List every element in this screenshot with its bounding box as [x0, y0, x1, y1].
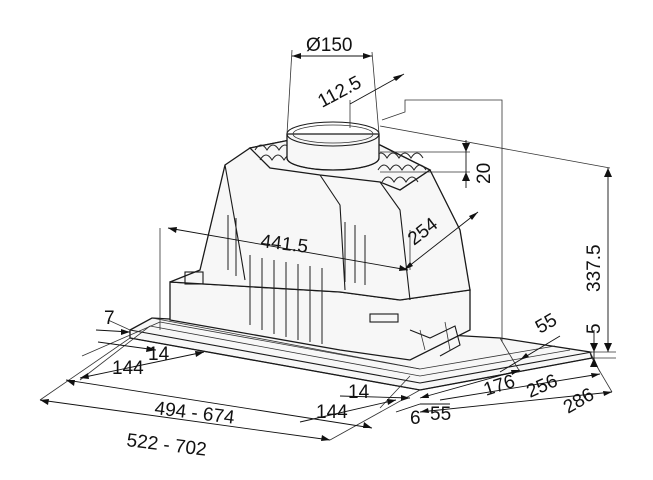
- dim-front-144: 144: [316, 402, 348, 423]
- dimension-lines: [39, 53, 613, 441]
- duct-collar: [286, 121, 380, 171]
- dim-collar-height: 20: [474, 163, 495, 184]
- dim-left-14: 14: [148, 344, 170, 365]
- dim-total-height: 337.5: [584, 244, 605, 292]
- dim-range-outer: 522 - 702: [125, 430, 207, 461]
- dim-frame-depth-a: 55: [532, 310, 561, 339]
- front-ribs: [227, 215, 366, 344]
- dim-frame-thickness: 5: [584, 323, 605, 334]
- dim-front-offset: 7: [104, 308, 115, 329]
- dim-range-width: 494 - 674: [153, 398, 236, 429]
- extension-lines: [39, 49, 616, 441]
- dim-depth-286: 286: [560, 384, 598, 418]
- dim-front-6: 6: [410, 408, 421, 429]
- dim-front-14: 14: [348, 382, 370, 403]
- dim-left-144: 144: [112, 358, 144, 379]
- dim-front-55: 55: [430, 404, 451, 425]
- dim-collar-offset: 112.5: [314, 72, 365, 112]
- dim-duct-diameter: Ø150: [306, 35, 352, 56]
- hood-body: [169, 139, 471, 361]
